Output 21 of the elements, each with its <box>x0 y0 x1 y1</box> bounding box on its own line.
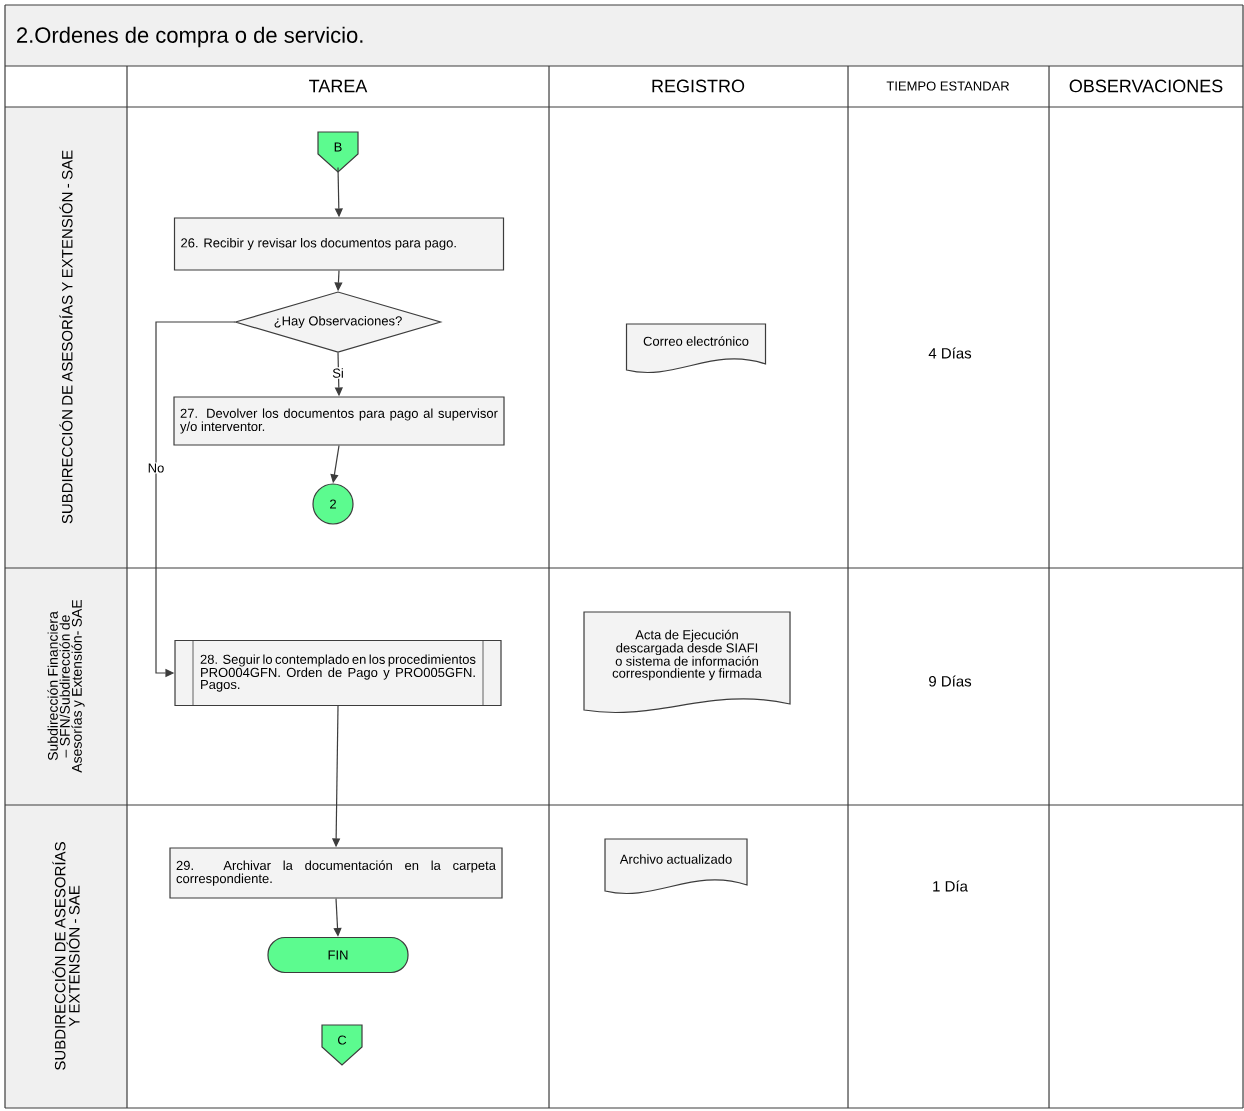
lane-label: SUBDIRECCIÓN DE ASESORÍAS Y EXTENSIÓN - SAE <box>5 107 127 568</box>
edge-label: Si <box>331 367 345 379</box>
lane-label: Subdirección Financiera – SFN/Subdirección de Asesorías y Extensión- SAE <box>5 568 127 805</box>
duration-text: 4 Días <box>928 347 972 359</box>
process-box: 27. Devolver los documentos para pago al supervisor y/o interventor. <box>173 396 505 446</box>
process-box: 26. Recibir y revisar los documentos para pago. <box>173 217 505 271</box>
lane-label: SUBDIRECCIÓN DE ASESORÍAS Y EXTENSIÓN - SAE <box>5 805 127 1108</box>
duration-text: 9 Días <box>929 675 972 687</box>
column-header: TAREA <box>309 79 368 93</box>
off-page-connector: B <box>317 131 359 173</box>
terminator: FIN <box>267 936 409 974</box>
title-bar: 2.Ordenes de compra o de servicio. <box>5 5 1243 66</box>
arrow <box>333 898 342 937</box>
duration-text: 1 Día <box>933 880 968 892</box>
edge-label: No <box>146 462 166 474</box>
off-page-connector: C <box>321 1024 363 1066</box>
subprocess-box: 28. Seguir lo contemplado en los procedimientos PRO004GFN. Orden de Pago y PRO005GFN. Pagos. <box>174 639 502 707</box>
column-header: OBSERVACIONES <box>1069 79 1223 93</box>
column-header: REGISTRO <box>652 79 745 93</box>
column-header: TIEMPO ESTANDAR <box>886 81 1010 91</box>
process-box: 29. Archivar la documentación en la carpeta correspondiente. <box>169 847 503 899</box>
